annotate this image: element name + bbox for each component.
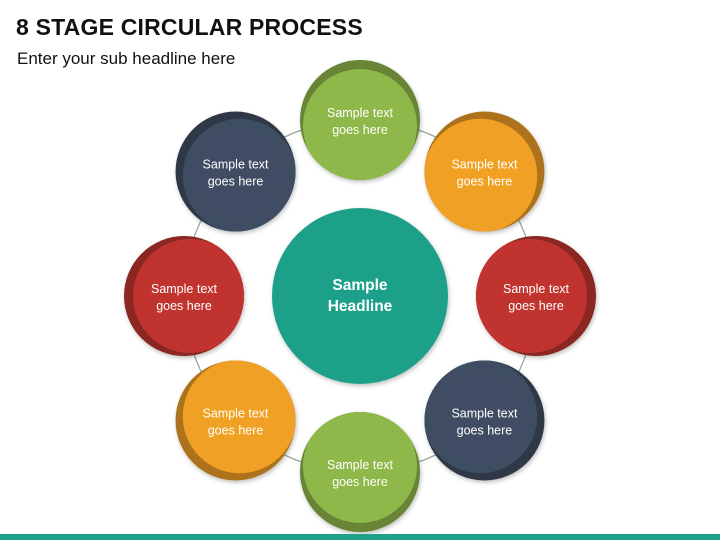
stage-inner [435,371,528,464]
stage-inner [192,371,285,464]
stage-inner [141,250,234,342]
center-circle [272,208,448,384]
stage-inner [192,128,285,221]
stage-inner [486,250,579,342]
footer-bar [0,534,720,540]
stage-inner [314,77,406,170]
page-title: 8 STAGE CIRCULAR PROCESS [16,14,363,40]
stage-inner [435,128,528,221]
stage-inner [314,422,406,515]
page-subtitle: Enter your sub headline here [17,49,236,68]
